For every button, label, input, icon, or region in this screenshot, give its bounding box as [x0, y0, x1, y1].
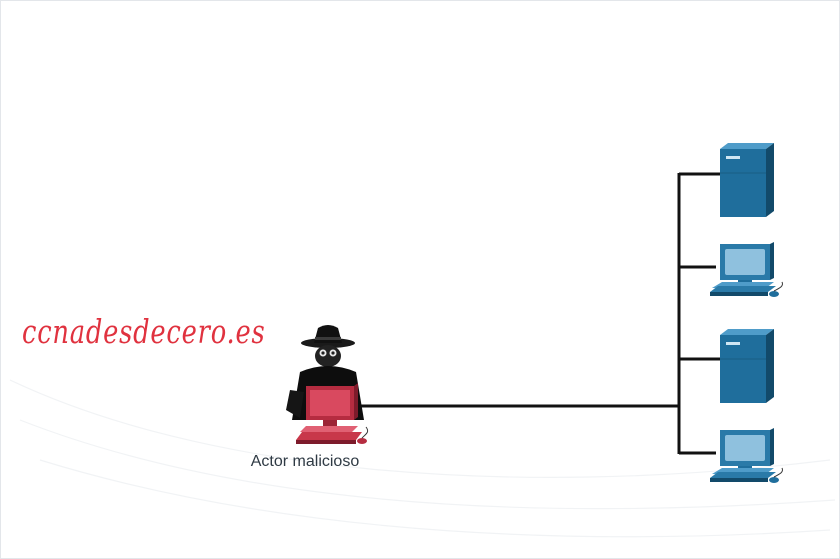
network-links	[357, 172, 722, 455]
server-icon[interactable]	[720, 329, 774, 403]
pc-icon[interactable]	[710, 428, 783, 483]
background-swirls	[9, 379, 836, 538]
hacker-icon[interactable]	[286, 325, 369, 444]
pc-icon[interactable]	[710, 242, 783, 297]
site-watermark: ccnadesdecero.es	[22, 312, 266, 351]
attacker-label: Actor malicioso	[250, 453, 360, 470]
server-icon[interactable]	[720, 143, 774, 217]
